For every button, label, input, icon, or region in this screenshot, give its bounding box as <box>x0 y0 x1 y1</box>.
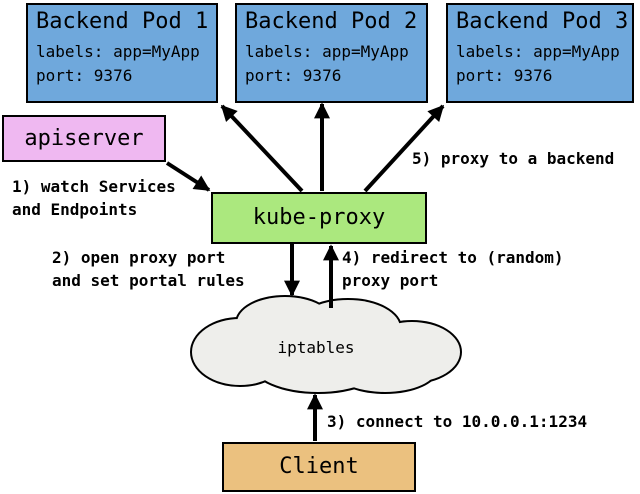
backend-pod-2-title: Backend Pod 2 <box>245 9 418 34</box>
backend-pod-2-box: Backend Pod 2 labels: app=MyApp port: 93… <box>235 3 428 103</box>
annotation-step4-line2: proxy port <box>342 271 439 290</box>
iptables-label: iptables <box>277 338 355 357</box>
backend-pod-3-box: Backend Pod 3 labels: app=MyApp port: 93… <box>446 3 634 103</box>
kube-proxy-box: kube-proxy <box>211 192 427 244</box>
client-box: Client <box>222 442 416 492</box>
annotation-step1-line1: 1) watch Services <box>12 177 176 196</box>
backend-pod-1-port: port: 9376 <box>36 66 133 85</box>
annotation-step5: 5) proxy to a backend <box>412 147 614 170</box>
annotation-step2: 2) open proxy port and set portal rules <box>52 246 245 292</box>
backend-pod-3-labels: labels: app=MyApp <box>456 42 620 61</box>
backend-pod-1-title: Backend Pod 1 <box>36 9 209 34</box>
apiserver-box: apiserver <box>2 115 166 162</box>
annotation-step2-line2: and set portal rules <box>52 271 245 290</box>
kube-proxy-label: kube-proxy <box>252 205 386 230</box>
backend-pod-3-title: Backend Pod 3 <box>456 9 629 34</box>
annotation-step3-line1: 3) connect to 10.0.0.1:1234 <box>327 412 588 431</box>
annotation-step1-line2: and Endpoints <box>12 200 138 219</box>
annotation-step2-line1: 2) open proxy port <box>52 248 226 267</box>
arrow-kube-proxy-to-pod1 <box>220 104 304 193</box>
annotation-step3: 3) connect to 10.0.0.1:1234 <box>327 410 587 433</box>
client-label: Client <box>279 454 359 479</box>
annotation-step5-line1: 5) proxy to a backend <box>412 149 615 168</box>
apiserver-label: apiserver <box>24 125 144 151</box>
iptables-cloud-shape <box>190 295 462 394</box>
backend-pod-3-port: port: 9376 <box>456 66 553 85</box>
backend-pod-2-port: port: 9376 <box>245 66 342 85</box>
annotation-step4: 4) redirect to (random) proxy port <box>342 246 564 292</box>
backend-pod-2-labels: labels: app=MyApp <box>245 42 409 61</box>
arrow-kube-proxy-to-pod3 <box>363 104 445 193</box>
arrow-apiserver-to-kube-proxy <box>165 161 211 192</box>
annotation-step4-line1: 4) redirect to (random) <box>342 248 564 267</box>
backend-pod-1-box: Backend Pod 1 labels: app=MyApp port: 93… <box>26 3 218 103</box>
annotation-step1: 1) watch Services and Endpoints <box>12 175 176 221</box>
backend-pod-1-labels: labels: app=MyApp <box>36 42 200 61</box>
